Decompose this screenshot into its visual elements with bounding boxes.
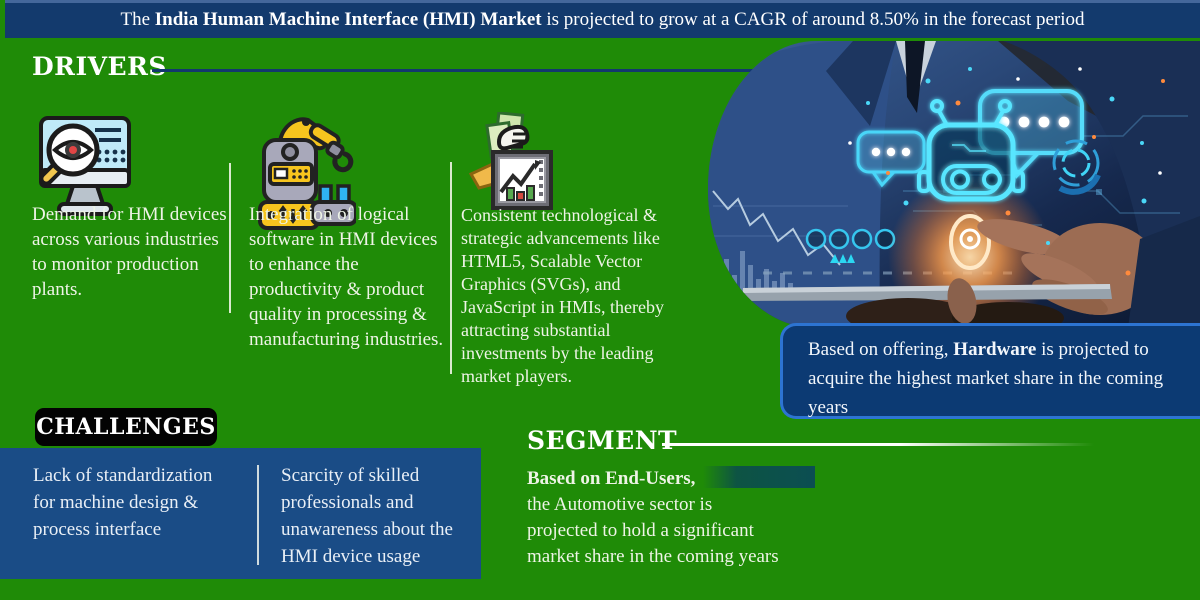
offering-note-prefix: Based on offering, [808,339,954,360]
challenges-heading: CHALLENGES [35,408,217,446]
segment-line-4: market share in the coming years [527,546,779,567]
driver-text-3: Consistent technological & strategic adv… [461,205,664,387]
robot-icon [917,99,1025,202]
offering-note-suffix: is projected to acquire the highest mark… [808,339,1164,418]
target-spiral-icon [1052,139,1101,195]
challenges-box: Lack of standardization for machine desi… [0,448,481,579]
particles [848,67,1165,276]
banner-text-suffix: is projected to grow at a CAGR of around… [541,9,1085,30]
monitor-inspection-icon [33,112,135,252]
drivers-underline [152,69,802,72]
chat-bubble-left-icon [856,130,926,188]
investment-growth-chart-icon [467,111,553,254]
drivers-heading: DRIVERS [32,52,167,81]
segment-highlight-block [703,466,816,488]
segment-underline [662,443,1094,446]
challenge-text-2: Scarcity of skilled professionals and un… [281,465,453,567]
sparkline [830,254,855,263]
banner-text-prefix: The [120,9,155,30]
banner-text-highlight: India Human Machine Interface (HMI) Mark… [154,9,542,30]
driver-text-1: Demand for HMI devices across various in… [32,204,227,301]
offering-note-box: Based on offering, Hardware is projected… [780,323,1200,419]
driver-text-2: Integration of logical software in HMI d… [249,204,444,351]
challenge-text-1: Lack of standardization for machine desi… [33,465,213,540]
top-banner: The India Human Machine Interface (HMI) … [5,0,1200,38]
holding-hand [846,278,1064,328]
segment-heading: SEGMENT [527,426,678,455]
segment-intro-bold: Based on End-Users, [527,468,696,489]
tablet [741,284,1112,301]
challenges-divider [257,465,259,565]
segment-text: Based on End-Users, the Automotive secto… [527,466,816,570]
segment-line-2: the Automotive sector is [527,494,713,515]
segment-intro-line: Based on End-Users, [527,466,816,492]
tie [905,41,925,113]
driver-divider-1 [229,163,231,313]
offering-note-bold: Hardware [953,339,1037,360]
suit-left [708,41,896,328]
robot-arm-icon [250,110,358,258]
hero-photo [708,41,1200,328]
driver-divider-2 [450,162,452,374]
segment-line-3: projected to hold a significant [527,520,754,541]
